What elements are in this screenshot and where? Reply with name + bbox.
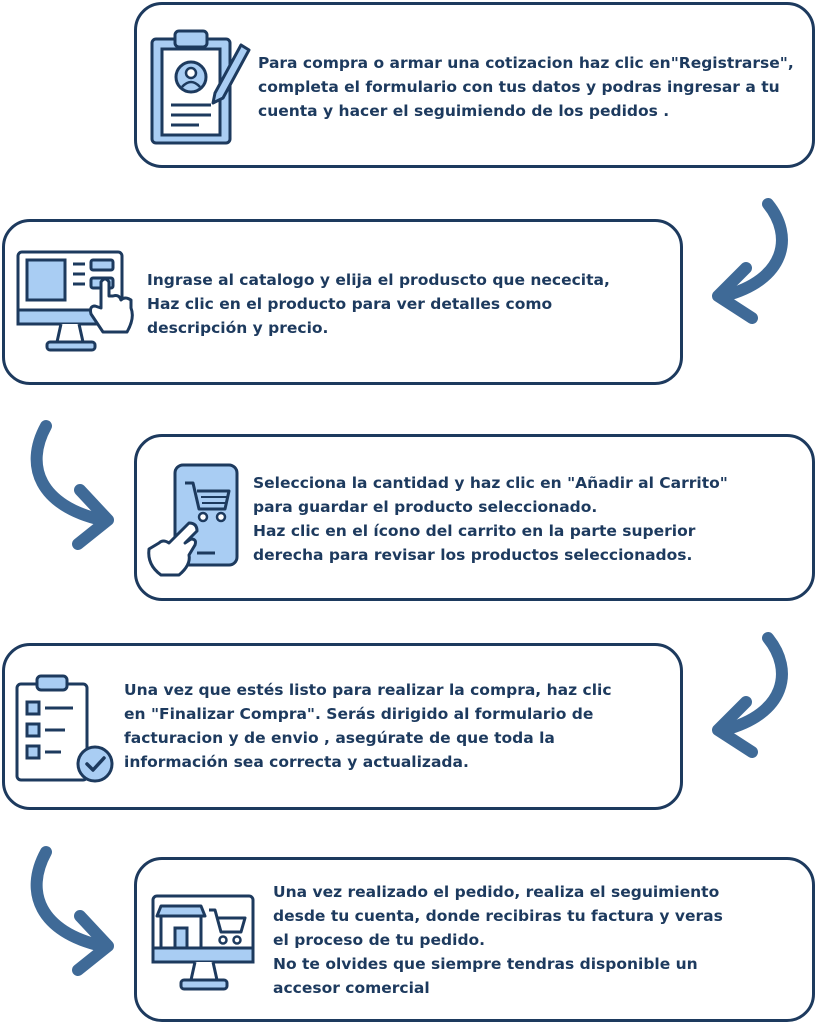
checklist-icon [15,674,114,783]
step-card-2: Ingrase al catalogo y elija el produscto… [2,219,683,385]
arrow-down-right-1 [30,420,114,550]
arrow-down-left-1 [712,198,788,324]
step-card-4: Una vez que estés listo para realizar la… [2,643,683,810]
step-card-3: Selecciona la cantidad y haz clic en "Añ… [134,434,815,601]
phone-cart-icon [147,463,239,577]
clipboard-profile-icon [150,29,251,145]
step-text-5: Una vez realizado el pedido, realiza el … [273,883,723,997]
step-text-1: Para compra o armar una cotizacion haz c… [258,54,794,120]
step-text-3: Selecciona la cantidad y haz clic en "Añ… [253,474,728,564]
monitor-click-icon [16,250,134,352]
arrow-down-left-2 [712,632,788,758]
monitor-store-icon [151,894,255,991]
step-card-5: Una vez realizado el pedido, realiza el … [134,857,815,1022]
arrow-down-right-2 [30,846,114,976]
step-text-2: Ingrase al catalogo y elija el produscto… [147,271,610,337]
step-text-4: Una vez que estés listo para realizar la… [124,681,612,771]
step-card-1: Para compra o armar una cotizacion haz c… [134,2,815,168]
